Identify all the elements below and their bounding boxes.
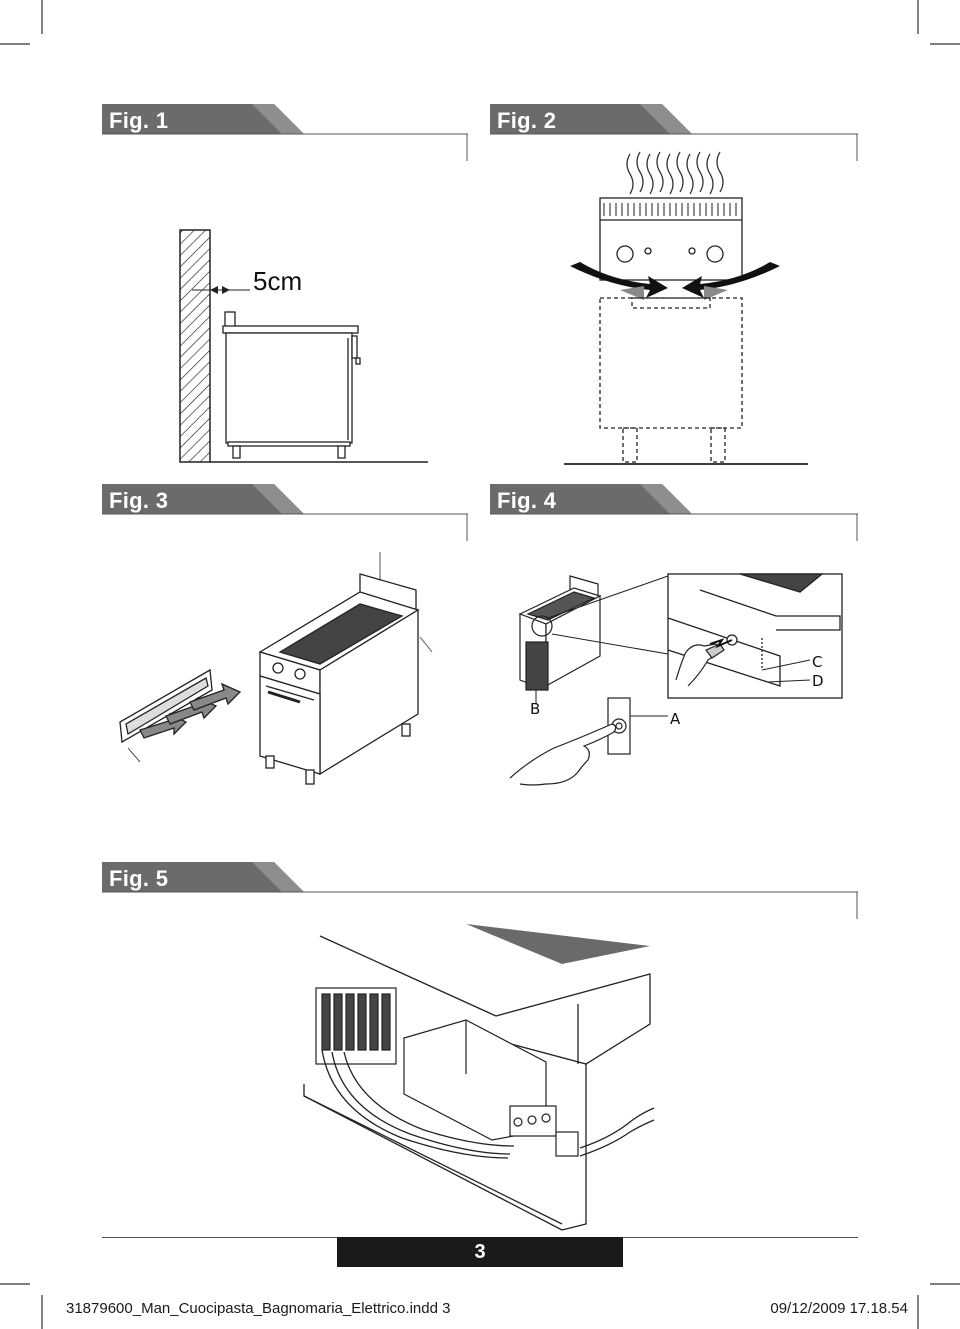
callout-d: D bbox=[812, 672, 824, 690]
terminal-block bbox=[315, 987, 397, 1065]
flue-outlet bbox=[119, 668, 213, 744]
appliance-top-panel bbox=[599, 197, 743, 281]
fig4-label: Fig. 4 bbox=[497, 488, 557, 513]
door-panel-b bbox=[525, 641, 549, 691]
power-cable bbox=[579, 1107, 655, 1157]
wall bbox=[179, 229, 211, 463]
knob-right bbox=[706, 245, 724, 263]
appliance-iso bbox=[258, 573, 420, 785]
appliance-side-view bbox=[222, 311, 361, 459]
callout-a: A bbox=[670, 710, 681, 728]
cabinet-frame bbox=[303, 1064, 587, 1231]
fig4-tab: Fig. 4 bbox=[490, 484, 858, 541]
fig2-illustration bbox=[564, 151, 808, 465]
fig5-label: Fig. 5 bbox=[109, 866, 169, 891]
fig3-illustration bbox=[119, 552, 433, 785]
worktop-dark bbox=[466, 924, 650, 964]
exhaust-arrows-icon bbox=[139, 682, 242, 739]
fig1-illustration bbox=[179, 229, 428, 463]
fig3-tab: Fig. 3 bbox=[102, 484, 468, 541]
cable-bundle bbox=[321, 1049, 515, 1159]
fig5-illustration bbox=[303, 924, 655, 1231]
worktop bbox=[495, 973, 651, 1065]
footer-filename: 31879600_Man_Cuocipasta_Bagnomaria_Elett… bbox=[66, 1300, 451, 1317]
fig2-label: Fig. 2 bbox=[497, 108, 557, 133]
knob-left bbox=[616, 245, 634, 263]
callout-b: B bbox=[530, 700, 541, 718]
footer-timestamp: 09/12/2009 17.18.54 bbox=[770, 1300, 908, 1317]
callout-c: C bbox=[812, 653, 823, 671]
heat-waves-icon bbox=[626, 151, 724, 195]
fig1-label: Fig. 1 bbox=[109, 108, 169, 133]
fig5-tab: Fig. 5 bbox=[102, 862, 858, 919]
fig4-illustration bbox=[509, 573, 843, 786]
cabinet-outline bbox=[599, 297, 743, 429]
fig3-label: Fig. 3 bbox=[109, 488, 169, 513]
page-number: 3 bbox=[474, 1241, 486, 1263]
detail-inset bbox=[667, 573, 843, 699]
connector-block bbox=[509, 1105, 579, 1157]
hand-detail-icon bbox=[675, 643, 725, 687]
fig1-tab: Fig. 1 bbox=[102, 104, 468, 161]
page-number-bar: 3 bbox=[337, 1237, 623, 1267]
hand-pressing-icon bbox=[509, 723, 617, 786]
appliance-small bbox=[518, 575, 602, 691]
clearance-dimension: 5cm bbox=[253, 266, 303, 296]
fig2-tab: Fig. 2 bbox=[490, 104, 858, 161]
press-arrow-icon bbox=[709, 638, 733, 649]
